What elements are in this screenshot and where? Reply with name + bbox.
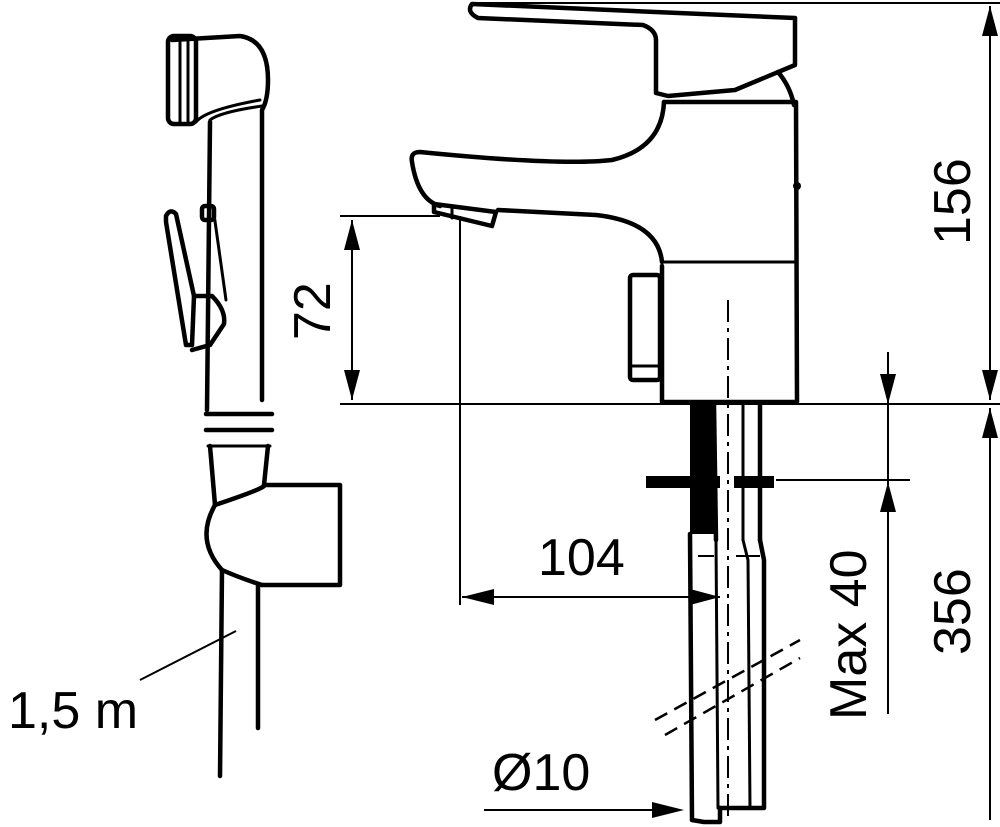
spout-height-label: 72 (284, 282, 342, 340)
supply-tails (646, 300, 801, 825)
shower-holder (204, 482, 343, 779)
spout-reach-dimension: 104 (462, 529, 720, 605)
deck-thickness-label: Max 40 (820, 549, 878, 720)
hose-length-label: 1,5 m (8, 682, 138, 740)
mixer-body (409, 1, 801, 405)
tail-length-dimension: 356 (924, 408, 998, 820)
total-height-label: 156 (924, 158, 982, 245)
hand-shower (163, 33, 275, 508)
pipe-diameter-label: Ø10 (492, 744, 590, 802)
tail-length-label: 356 (924, 568, 982, 655)
pipe-diameter-dimension: Ø10 (484, 744, 684, 818)
total-height-dimension: 156 (924, 6, 998, 400)
deck-thickness-dimension: Max 40 (820, 352, 896, 720)
hose-length-dimension: 1,5 m (8, 630, 237, 740)
spout-height-dimension: 72 (284, 220, 360, 400)
spout-reach-label: 104 (538, 529, 625, 587)
